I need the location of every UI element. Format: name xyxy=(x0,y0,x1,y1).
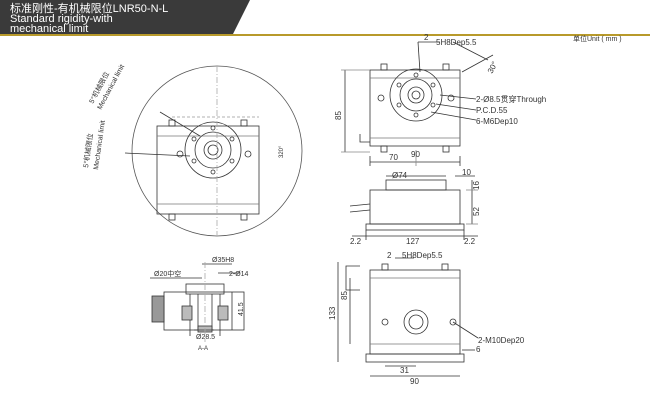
side-table-outer xyxy=(184,121,242,179)
top-angle-label: 30° xyxy=(486,60,500,75)
bottom-view xyxy=(337,257,479,377)
unit-label: 单位Unit ( mm ) xyxy=(573,36,622,43)
bottom-dim-6: 6 xyxy=(476,345,481,354)
bottom-dim-31: 31 xyxy=(400,366,409,375)
front-dia-74: Ø74 xyxy=(392,171,408,180)
top-dim-70: 70 xyxy=(389,153,398,162)
top-through-label: 2-Ø8.5贯穿Through xyxy=(476,94,546,104)
bottom-bore xyxy=(403,309,429,335)
bottom-dim-90: 90 xyxy=(410,377,419,386)
front-view xyxy=(349,175,478,240)
page-header: 标准刚性-有机械限位LNR50-N-L Standard rigidity-wi… xyxy=(0,0,650,36)
top-tap-label: 5H8Dep5.5 xyxy=(436,38,477,47)
section-hole-label: Ø20中空 xyxy=(154,269,181,278)
title-box xyxy=(0,0,232,36)
front-dim-2-2-right: 2.2 xyxy=(464,237,476,246)
limit-leader-side xyxy=(124,152,191,157)
side-angle-label: 320° xyxy=(279,145,285,158)
bottom-dim-85: 85 xyxy=(340,291,349,300)
top-dim-90: 90 xyxy=(411,150,420,159)
bottom-dim-133: 133 xyxy=(328,306,337,320)
front-dim-127: 127 xyxy=(406,237,420,246)
top-housing xyxy=(369,69,461,147)
section-view xyxy=(150,262,245,342)
front-dim-16: 16 xyxy=(472,181,481,190)
title-english-line2: mechanical limit xyxy=(10,23,89,35)
side-limit-label-en-side: Mechanical limit xyxy=(93,120,107,170)
section-holes-label: 2-Ø14 xyxy=(229,271,249,278)
title-english-line1: Standard rigidity-with xyxy=(10,13,113,25)
limit-leader-top xyxy=(159,111,201,137)
bottom-dim-2: 2 xyxy=(387,251,392,260)
title-tab xyxy=(232,0,250,36)
bottom-tap-label: 5H8Dep5.5 xyxy=(402,251,443,260)
front-housing xyxy=(369,189,461,225)
front-dim-2-2-left: 2.2 xyxy=(350,237,362,246)
bottom-housing xyxy=(369,269,461,355)
section-dia-35: Ø35H8 xyxy=(212,257,234,264)
title-chinese: 标准刚性-有机械限位LNR50-N-L xyxy=(10,3,169,15)
top-thread-label: 6-M6Dep10 xyxy=(476,117,518,126)
side-housing xyxy=(156,125,260,215)
top-dim-85: 85 xyxy=(334,111,343,120)
section-aa-label: A-A xyxy=(198,346,208,352)
side-view xyxy=(124,65,303,237)
section-dim-41-5: 41.5 xyxy=(238,302,245,316)
front-dim-52: 52 xyxy=(472,207,481,216)
section-dia-28: Ø28.5 xyxy=(196,334,215,341)
top-pcd-label: P.C.D.55 xyxy=(476,106,508,115)
front-dim-10: 10 xyxy=(462,168,471,177)
side-limit-label-cn-side: 5°机械限位 xyxy=(81,133,95,169)
top-dim-2: 2 xyxy=(424,33,429,42)
top-view xyxy=(341,41,494,166)
front-table xyxy=(385,179,447,191)
header-rule xyxy=(0,34,650,36)
bottom-thread-label: 2-M10Dep20 xyxy=(478,336,525,345)
